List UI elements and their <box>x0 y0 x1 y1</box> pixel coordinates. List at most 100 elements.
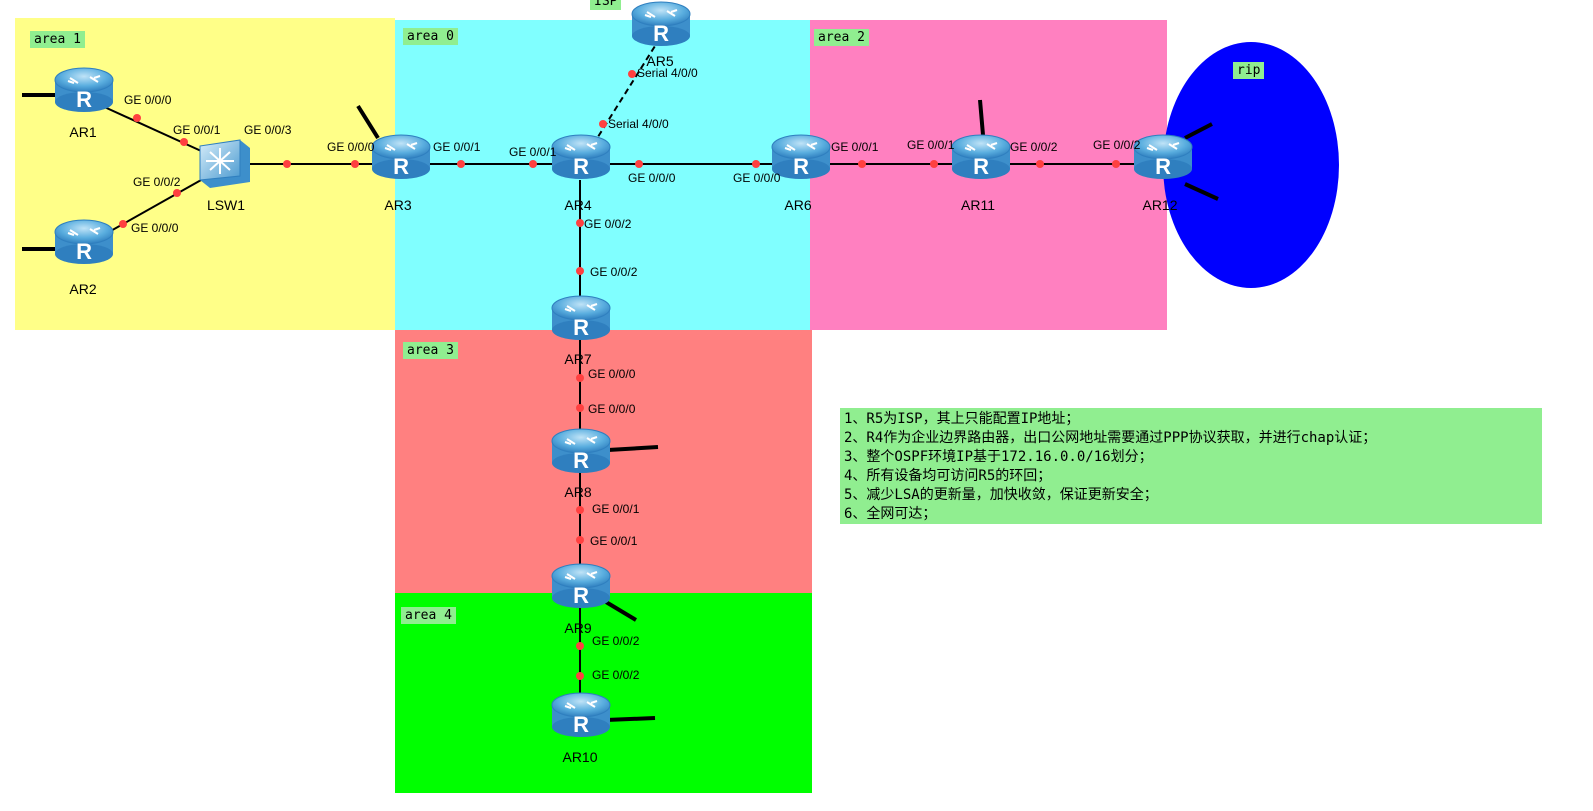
device-label-ar7: AR7 <box>564 351 591 367</box>
area-0-label: area 0 <box>403 28 458 45</box>
rip-zone <box>1163 42 1339 288</box>
ar12-stub-top <box>1184 122 1213 140</box>
port-dot-ar9-ge001 <box>576 536 584 544</box>
port-label-ar6-ge000: GE 0/0/0 <box>733 171 781 185</box>
port-label-ar8-ge001: GE 0/0/1 <box>592 502 640 516</box>
device-label-lsw1: LSW1 <box>207 197 245 213</box>
port-label-ar12-ge002: GE 0/0/2 <box>1093 138 1141 152</box>
port-dot-ar2-ge000 <box>119 220 127 228</box>
device-label-ar2: AR2 <box>69 281 96 297</box>
port-dot-ar4-serial <box>599 120 607 128</box>
port-label-ar6-ge001: GE 0/0/1 <box>831 140 879 154</box>
port-dot-ar6-ge001 <box>858 160 866 168</box>
port-dot-ar10-ge002 <box>576 672 584 680</box>
port-dot-ar8-ge000 <box>576 404 584 412</box>
router-ar2-icon[interactable] <box>54 219 114 265</box>
ar3-stub <box>356 104 380 140</box>
port-dot-ar7-ge002 <box>576 267 584 275</box>
link-ar1-lsw1 <box>99 104 211 156</box>
requirements-note: 1、R5为ISP，其上只能配置IP地址； 2、R4作为企业边界路由器，出口公网地… <box>840 408 1542 524</box>
port-label-ar2-ge000: GE 0/0/0 <box>131 221 179 235</box>
area-4-zone <box>395 593 812 793</box>
router-ar6-icon[interactable] <box>771 134 831 180</box>
device-label-ar10: AR10 <box>562 749 597 765</box>
port-label-ar9-ge002: GE 0/0/2 <box>592 634 640 648</box>
area-1-label: area 1 <box>30 31 85 48</box>
router-ar5-icon[interactable] <box>631 1 691 47</box>
device-label-ar3: AR3 <box>384 197 411 213</box>
port-label-lsw1-ge002: GE 0/0/2 <box>133 175 181 189</box>
port-label-ar10-ge002: GE 0/0/2 <box>592 668 640 682</box>
port-dot-lsw1-ge002 <box>173 189 181 197</box>
port-dot-ar7-ge000 <box>576 374 584 382</box>
requirement-line: 5、减少LSA的更新量，加快收敛，保证更新安全； <box>844 487 1158 503</box>
port-label-ar4-ge000: GE 0/0/0 <box>628 171 676 185</box>
router-ar12-icon[interactable] <box>1133 134 1193 180</box>
device-label-ar8: AR8 <box>564 484 591 500</box>
port-dot-ar4-ge002 <box>576 219 584 227</box>
requirement-line: 2、R4作为企业边界路由器，出口公网地址需要通过PPP协议获取，并进行chap认… <box>844 430 1377 446</box>
router-ar10-icon[interactable] <box>551 692 611 738</box>
link-ar2-lsw1 <box>99 174 211 238</box>
port-dot-ar3-ge000 <box>351 160 359 168</box>
port-dot-ar12-ge002 <box>1112 160 1120 168</box>
device-label-ar5: AR5 <box>646 53 673 69</box>
router-ar7-icon[interactable] <box>551 295 611 341</box>
area-2-label: area 2 <box>814 29 869 46</box>
requirement-line: 3、整个OSPF环境IP基于172.16.0.0/16划分； <box>844 449 1153 465</box>
port-label-ar1-ge000: GE 0/0/0 <box>124 93 172 107</box>
router-ar11-icon[interactable] <box>951 134 1011 180</box>
area-3-label: area 3 <box>403 342 458 359</box>
router-ar1-icon[interactable] <box>54 67 114 113</box>
ar9-stub <box>604 600 638 622</box>
port-dot-ar4-ge001 <box>529 160 537 168</box>
router-ar9-icon[interactable] <box>551 563 611 609</box>
isp-label: ISP <box>590 0 622 10</box>
area-4-label: area 4 <box>401 607 456 624</box>
requirement-line: 1、R5为ISP，其上只能配置IP地址； <box>844 411 1080 427</box>
port-dot-ar1-ge000 <box>133 114 141 122</box>
device-label-ar9: AR9 <box>564 620 591 636</box>
rip-label: rip <box>1233 62 1265 79</box>
port-label-ar7-ge000: GE 0/0/0 <box>588 367 636 381</box>
ar8-stub <box>607 445 659 452</box>
port-label-ar9-ge001: GE 0/0/1 <box>590 534 638 548</box>
port-label-ar7-ge002: GE 0/0/2 <box>590 265 638 279</box>
port-label-lsw1-ge001: GE 0/0/1 <box>173 123 221 137</box>
port-dot-ar6-ge000 <box>752 160 760 168</box>
port-dot-ar8-ge001 <box>576 506 584 514</box>
router-ar8-icon[interactable] <box>551 428 611 474</box>
port-dot-ar11-ge002 <box>1036 160 1044 168</box>
port-dot-lsw1-ge001 <box>180 138 188 146</box>
device-label-ar11: AR11 <box>961 197 995 213</box>
port-label-ar8-ge000: GE 0/0/0 <box>588 402 636 416</box>
requirement-line: 4、所有设备均可访问R5的环回； <box>844 468 1052 484</box>
port-dot-ar4-ge000 <box>635 160 643 168</box>
port-label-ar11-ge002: GE 0/0/2 <box>1010 140 1058 154</box>
port-label-ar5-serial: Serial 4/0/0 <box>637 66 698 80</box>
port-label-ar11-ge001: GE 0/0/1 <box>907 138 955 152</box>
port-dot-ar11-ge001 <box>930 160 938 168</box>
port-dot-ar5-serial <box>628 70 636 78</box>
requirement-line: 6、全网可达； <box>844 506 937 522</box>
port-dot-lsw1-ge003 <box>283 160 291 168</box>
port-label-ar4-serial: Serial 4/0/0 <box>608 117 669 131</box>
router-ar4-icon[interactable] <box>551 134 611 180</box>
router-ar3-icon[interactable] <box>371 134 431 180</box>
device-label-ar12: AR12 <box>1142 197 1177 213</box>
port-label-ar4-ge002: GE 0/0/2 <box>584 217 632 231</box>
port-label-ar3-ge001: GE 0/0/1 <box>433 140 481 154</box>
port-dot-ar9-ge002 <box>576 642 584 650</box>
device-label-ar4: AR4 <box>564 197 591 213</box>
switch-lsw1-icon[interactable] <box>199 139 250 188</box>
ar10-stub <box>605 716 656 722</box>
port-label-ar3-ge000: GE 0/0/0 <box>327 140 375 154</box>
device-label-ar6: AR6 <box>784 197 811 213</box>
ar12-stub-bottom <box>1184 182 1219 201</box>
device-label-ar1: AR1 <box>69 124 96 140</box>
ar11-stub <box>978 99 985 136</box>
port-dot-ar3-ge001 <box>457 160 465 168</box>
port-label-ar4-ge001: GE 0/0/1 <box>509 145 557 159</box>
port-label-lsw1-ge003: GE 0/0/3 <box>244 123 292 137</box>
